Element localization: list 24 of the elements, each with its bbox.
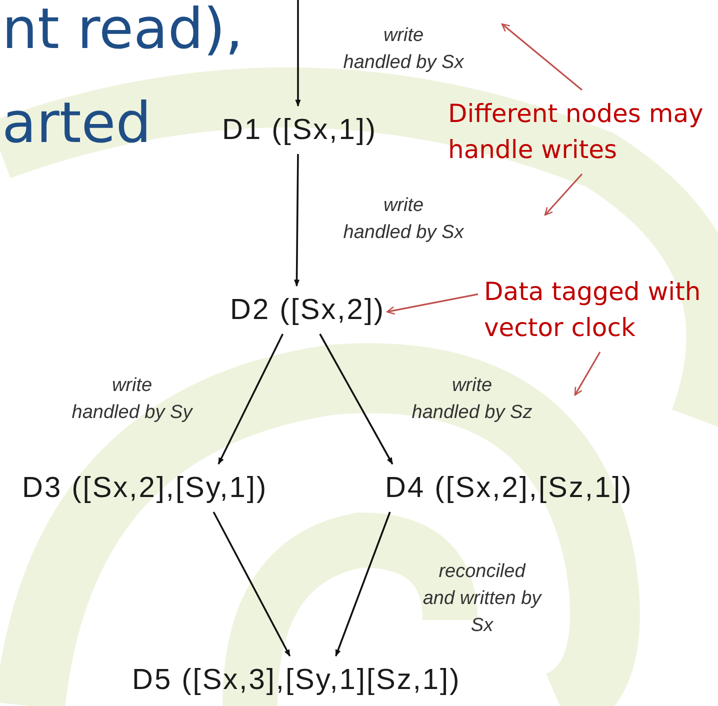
version-label: D1 ([Sx,1]) bbox=[222, 112, 378, 148]
version-label: D3 ([Sx,2],[Sy,1]) bbox=[22, 470, 268, 506]
edge-label: write handled by Sx bbox=[342, 194, 466, 245]
arrow bbox=[294, 154, 300, 287]
leader-arrow bbox=[386, 293, 478, 315]
arrow bbox=[218, 334, 284, 465]
version-label: D2 ([Sx,2]) bbox=[230, 292, 386, 328]
title-text: arted bbox=[2, 96, 152, 152]
annotation-text: Different nodes may handle writes bbox=[448, 96, 716, 168]
arrow bbox=[319, 334, 394, 465]
leader-arrow bbox=[501, 23, 582, 91]
leader-arrow bbox=[574, 352, 601, 396]
arrow bbox=[212, 512, 291, 657]
edge-label: write handled by Sz bbox=[410, 374, 534, 425]
edge-label: reconciled and written by Sx bbox=[422, 560, 543, 638]
edge-label: write handled by Sx bbox=[342, 24, 466, 75]
version-label: D4 ([Sx,2],[Sz,1]) bbox=[385, 470, 633, 506]
arrow bbox=[335, 512, 391, 657]
arrow bbox=[295, 0, 301, 107]
edge-label: write handled by Sy bbox=[70, 374, 194, 425]
version-label: D5 ([Sx,3],[Sy,1][Sz,1]) bbox=[132, 662, 461, 698]
title-text: nt read), bbox=[2, 2, 244, 58]
annotation-text: Data tagged with vector clock bbox=[484, 274, 716, 346]
leader-arrow bbox=[544, 173, 583, 216]
